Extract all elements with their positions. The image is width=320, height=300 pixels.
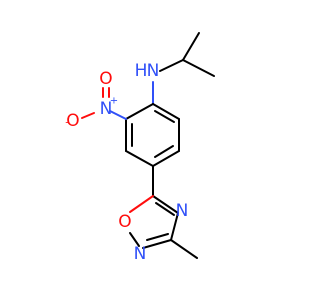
oxadiazole-nitrogen-lower-label: N [134,244,147,264]
oxadiazole-bond-o1-c5 [129,195,154,213]
bond-isopropyl-right [182,59,215,77]
bond-n-isopropyl [159,59,184,72]
oxadiazole-bond-c5-n4 [152,195,179,214]
nitro-nitrogen-label: N [100,99,113,119]
oxadiazole-nitrogen-upper-label: N [176,201,189,221]
oxadiazole-oxygen-label: O [118,212,131,232]
nitro-oxygen-top-label: O [99,69,112,89]
bond-isopropyl-top [182,32,200,61]
ring-bond-6 [125,103,154,120]
ring-inner-bond-2 [154,145,174,158]
ring-bond-1 [152,103,180,120]
nitro-nitrogen-charge: + [110,96,118,107]
bond-methyl [170,239,198,259]
oxadiazole-bond-c3-n2 [142,239,172,249]
bond-ring-nitro [109,110,127,120]
nitro-oxygen-left-charge: - [65,118,69,129]
oxadiazole-double-c3-n2 [146,233,169,241]
ring-inner-bond-1 [154,110,175,123]
amine-hydrogen-label: H [135,61,148,81]
bond-nitro-o-left [81,112,95,119]
structure-diagram: N H N + O O - O N N [65,32,215,264]
molecule-canvas: N H N + O O - O N N [65,32,215,264]
ring-bond-3 [152,150,180,167]
nitro-oxygen-left-label: O [66,111,79,131]
amine-nitrogen-label: N [147,61,160,81]
oxadiazole-bond-n2-o1 [129,232,140,247]
ring-bond-4 [125,150,154,167]
oxadiazole-bond-n4-c3 [170,212,179,241]
oxadiazole-double-c5-n4 [155,202,175,216]
